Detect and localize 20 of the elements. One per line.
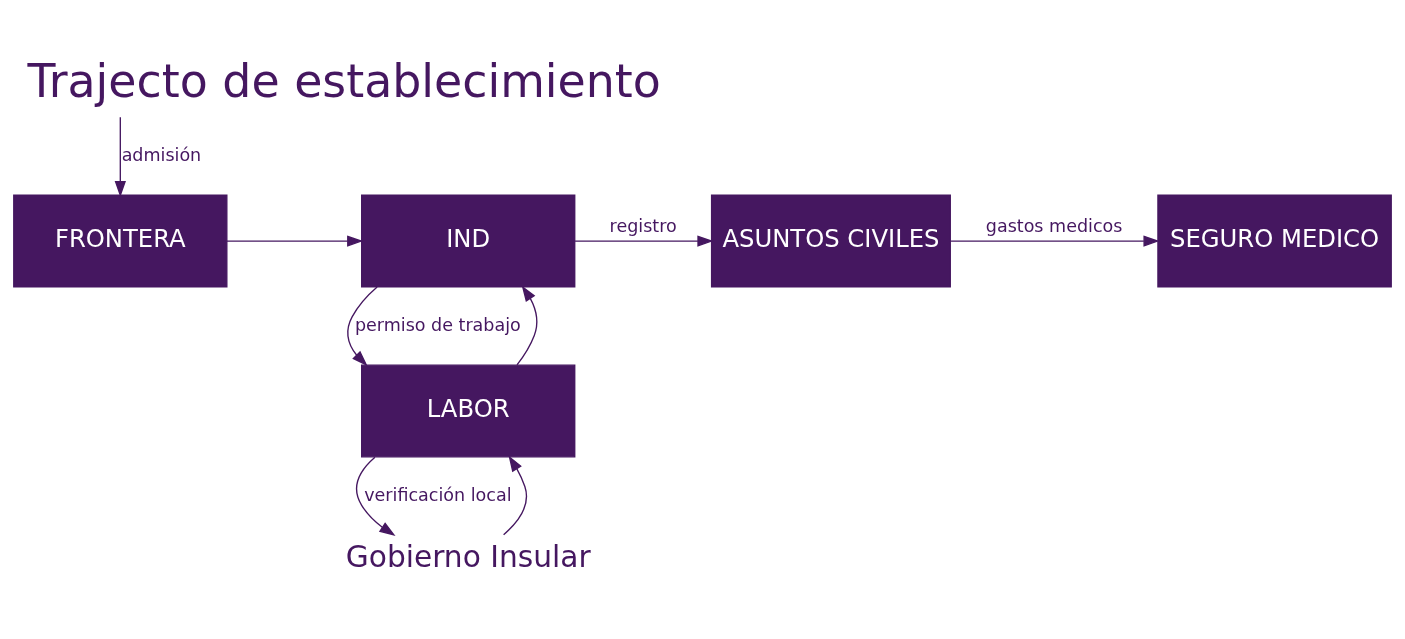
node-box: IND — [361, 194, 576, 288]
edge-label: permiso de trabajo — [354, 314, 521, 335]
arrow — [516, 285, 538, 366]
node-box: LABOR — [361, 364, 576, 458]
diagram-title: Trajecto de establecimiento — [27, 54, 661, 109]
edge-label: registro — [609, 216, 677, 237]
arrow — [502, 455, 528, 536]
arrow — [574, 235, 714, 247]
arrow — [347, 286, 378, 367]
arrow — [226, 235, 364, 247]
arrow — [355, 456, 396, 536]
arrow — [114, 116, 126, 198]
node-text: Gobierno Insular — [345, 538, 591, 574]
node-box: ASUNTOS CIVILES — [710, 194, 951, 288]
node-box: SEGURO MEDICO — [1157, 194, 1392, 288]
edge-label: gastos medicos — [985, 216, 1123, 237]
arrow — [949, 235, 1160, 247]
edge-label: admisión — [121, 144, 202, 165]
node-box: FRONTERA — [13, 194, 228, 288]
edge-label: verificación local — [364, 484, 512, 505]
